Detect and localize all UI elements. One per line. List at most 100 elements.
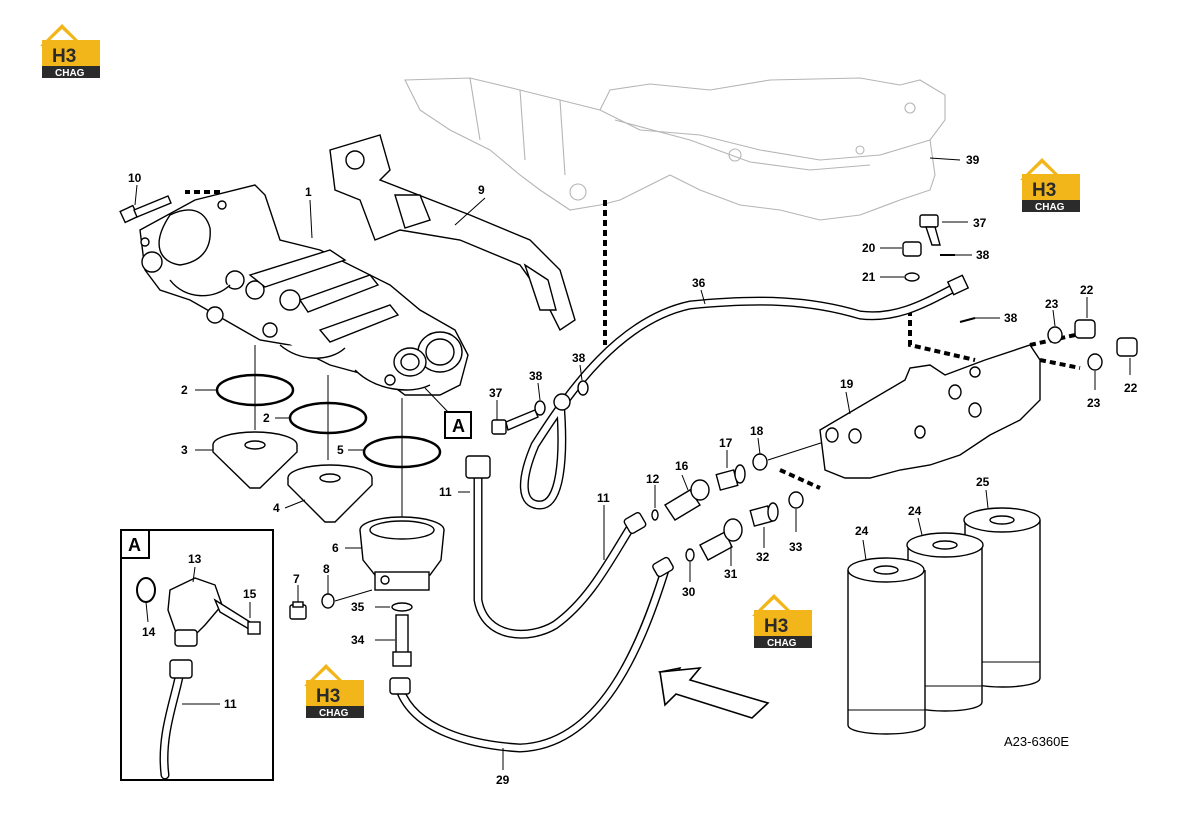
filter-cover-4 xyxy=(287,464,373,523)
fitting-16 xyxy=(664,479,710,521)
callout-20: 20 xyxy=(862,241,876,255)
callout-11a: 11 xyxy=(224,697,237,711)
callout-9: 9 xyxy=(478,183,485,197)
leader-10 xyxy=(134,184,138,206)
plug-22a xyxy=(1074,319,1096,339)
svg-text:CHAG: CHAG xyxy=(767,638,797,649)
callout-37b: 37 xyxy=(973,216,987,230)
hose-11-center xyxy=(465,455,647,639)
logo-top-left: H3 CHAG xyxy=(40,24,100,79)
ref-line-washer33 xyxy=(779,468,821,490)
leader-24b xyxy=(917,517,923,536)
filter-cartridge-25 xyxy=(963,507,1041,688)
callout-18: 18 xyxy=(750,424,764,438)
washer-30 xyxy=(685,548,695,562)
svg-text:CHAG: CHAG xyxy=(319,708,349,719)
plug-22b xyxy=(1116,337,1138,357)
callout-38c: 38 xyxy=(976,248,990,262)
callout-22b: 22 xyxy=(1124,381,1138,395)
callout-3: 3 xyxy=(181,443,188,457)
callout-11c: 11 xyxy=(597,491,610,505)
engine-block-outline xyxy=(404,77,946,221)
washer-38b xyxy=(577,380,589,396)
washer-23a xyxy=(1047,326,1063,344)
callout-19: 19 xyxy=(840,377,854,391)
callout-13: 13 xyxy=(188,552,202,566)
leader-13 xyxy=(192,566,196,583)
svg-text:CHAG: CHAG xyxy=(55,68,85,79)
detail-a-inset: A xyxy=(120,529,274,781)
callout-30: 30 xyxy=(682,585,696,599)
pipe-36 xyxy=(519,274,970,510)
logo-bottom-left: H3 CHAG xyxy=(304,664,364,719)
callout-39: 39 xyxy=(966,153,980,167)
washer-23b xyxy=(1087,353,1103,371)
callout-38b: 38 xyxy=(572,351,586,365)
leader-36 xyxy=(700,289,706,305)
callout-38a: 38 xyxy=(529,369,543,383)
svg-text:H3: H3 xyxy=(764,616,788,637)
pipe-34 xyxy=(392,614,412,667)
callout-1: 1 xyxy=(305,185,312,199)
callout-23b: 23 xyxy=(1087,396,1101,410)
flow-arrow-outline xyxy=(659,667,770,719)
callout-36: 36 xyxy=(692,276,706,290)
leader-18 xyxy=(757,437,761,455)
axis-7-8 xyxy=(334,589,373,602)
callout-7: 7 xyxy=(293,572,300,586)
ref-line-plug22b xyxy=(1039,358,1081,370)
leader-23a xyxy=(1052,309,1056,327)
callout-38d: 38 xyxy=(1004,311,1018,325)
callout-10: 10 xyxy=(128,171,142,185)
callout-25: 25 xyxy=(976,475,990,489)
bolt-37-right xyxy=(919,214,941,246)
callout-34: 34 xyxy=(351,633,365,647)
callout-37a: 37 xyxy=(489,386,503,400)
leader-38a xyxy=(537,382,541,401)
washer-18 xyxy=(752,453,768,471)
leader-19 xyxy=(845,391,851,415)
fitting-32 xyxy=(749,502,779,527)
washer-12 xyxy=(651,509,659,521)
svg-text:CHAG: CHAG xyxy=(1035,202,1065,213)
leader-24a xyxy=(862,539,867,561)
callout-31: 31 xyxy=(724,567,738,581)
leader-9 xyxy=(454,197,486,226)
callout-14: 14 xyxy=(142,625,156,639)
leader-38b xyxy=(579,364,583,381)
detail-marker-box xyxy=(444,411,472,439)
callout-15: 15 xyxy=(243,587,257,601)
washer-38d xyxy=(959,317,976,323)
callout-29: 29 xyxy=(496,773,510,787)
hose-end-29 xyxy=(652,556,674,578)
washer-8 xyxy=(321,593,335,609)
callout-17: 17 xyxy=(719,436,733,450)
leader-1 xyxy=(309,199,313,239)
leader-25 xyxy=(985,489,989,509)
callout-16: 16 xyxy=(675,459,689,473)
callout-24a: 24 xyxy=(855,524,869,538)
logo-top-right: H3 CHAG xyxy=(1020,158,1080,213)
callout-24b: 24 xyxy=(908,504,922,518)
callout-23a: 23 xyxy=(1045,297,1059,311)
leader-4 xyxy=(284,499,306,509)
svg-text:H3: H3 xyxy=(316,686,340,707)
detail-marker: A xyxy=(452,416,465,436)
callout-2b: 2 xyxy=(263,411,270,425)
leader-39 xyxy=(929,157,961,161)
fitting-17 xyxy=(715,464,746,491)
filter-cover-3 xyxy=(212,431,298,489)
housing-cup-6 xyxy=(359,516,445,591)
callout-2a: 2 xyxy=(181,383,188,397)
washer-33 xyxy=(788,491,804,509)
o-ring-21 xyxy=(904,272,920,282)
leader-A xyxy=(424,387,449,413)
leader-14 xyxy=(145,601,149,623)
callout-35: 35 xyxy=(351,600,365,614)
callout-8: 8 xyxy=(323,562,330,576)
callout-21: 21 xyxy=(862,270,876,284)
drawing-code: A23-6360E xyxy=(1004,734,1069,749)
hose-29 xyxy=(389,565,670,753)
